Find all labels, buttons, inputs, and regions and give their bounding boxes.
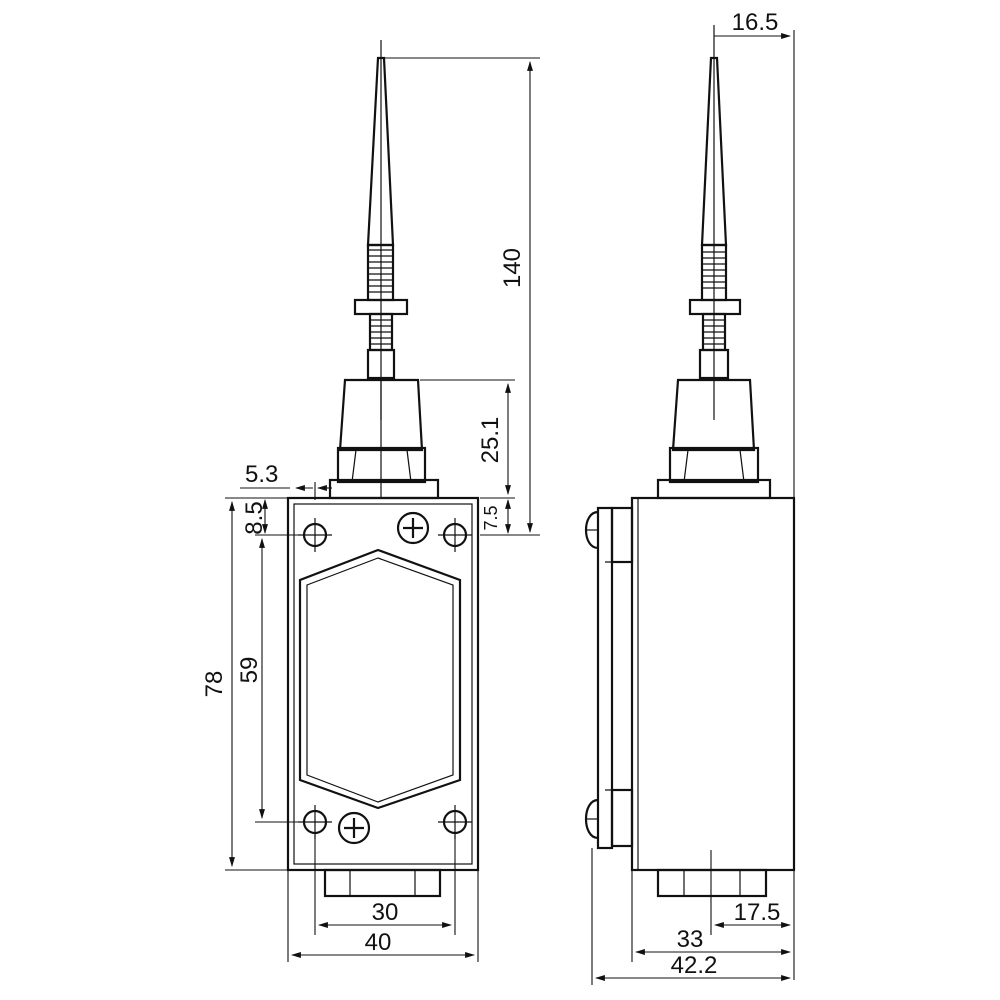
dim-body-height: 78	[201, 671, 228, 698]
dim-total-height: 140	[499, 248, 526, 288]
dim-hole-offset-y: 8.5	[241, 501, 268, 534]
dim-side-depth: 33	[677, 926, 704, 953]
screw-bottom	[337, 811, 371, 845]
side-spring-rod	[688, 25, 742, 420]
dim-head-height: 25.1	[477, 417, 504, 464]
side-view: 16.5 17.5 33 42.2	[585, 9, 796, 985]
side-body	[585, 496, 796, 898]
front-dimensions: 140 25.1 7.5 5.3 8.5 78	[201, 57, 540, 962]
dim-rod-to-back: 17.5	[734, 899, 781, 926]
front-view: 140 25.1 7.5 5.3 8.5 78	[201, 40, 540, 962]
dim-hole-offset-x: 5.3	[245, 461, 278, 488]
dim-hole-spacing-v: 59	[236, 657, 263, 684]
side-dimensions: 16.5 17.5 33 42.2	[591, 9, 795, 985]
front-spring-rod	[353, 40, 409, 420]
front-body	[286, 496, 480, 898]
screw-top	[396, 511, 430, 545]
dim-body-width: 40	[365, 929, 392, 956]
dim-base-offset: 7.5	[481, 505, 501, 530]
dim-rod-offset: 16.5	[732, 9, 779, 36]
front-head	[328, 378, 440, 500]
dim-side-total: 42.2	[671, 952, 718, 979]
dim-hole-spacing-h: 30	[372, 899, 399, 926]
